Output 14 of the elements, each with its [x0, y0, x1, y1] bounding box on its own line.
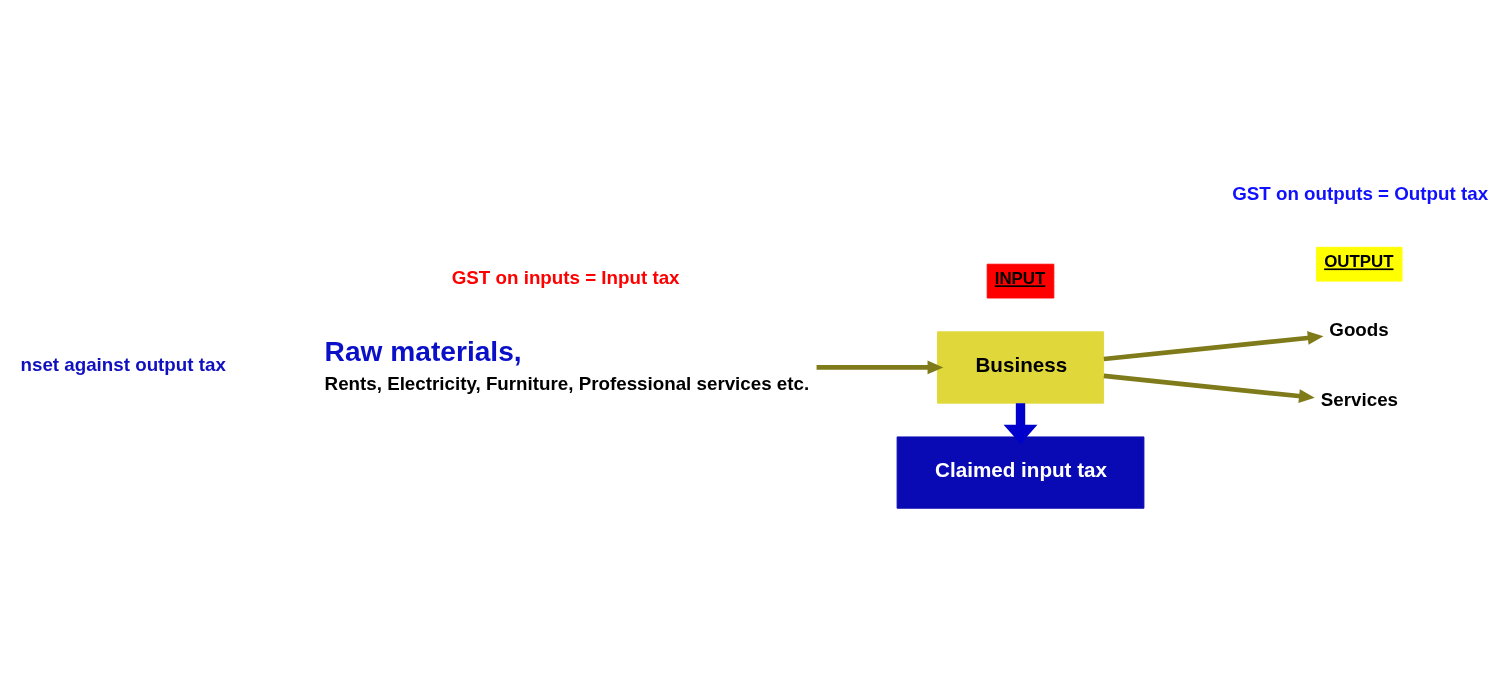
node-text: Services	[1320, 388, 1399, 410]
label: GST on inputs = Input tax	[451, 266, 680, 288]
label: GST on outputs = Output tax	[1232, 182, 1489, 204]
node-box: Claimed input tax	[896, 435, 1145, 509]
label: OUTPUT	[1324, 251, 1394, 271]
node-box: Business	[937, 330, 1105, 404]
arrow	[1103, 330, 1324, 361]
arrow	[1103, 373, 1315, 403]
label: nset against output tax	[20, 353, 226, 375]
label: INPUT	[994, 268, 1046, 288]
arrow	[816, 360, 944, 374]
node-text: Raw materials, Rents, Electricity, Furniture, Professional services etc.	[324, 335, 810, 394]
node-text: Goods	[1329, 318, 1389, 340]
arrow	[1003, 402, 1038, 444]
